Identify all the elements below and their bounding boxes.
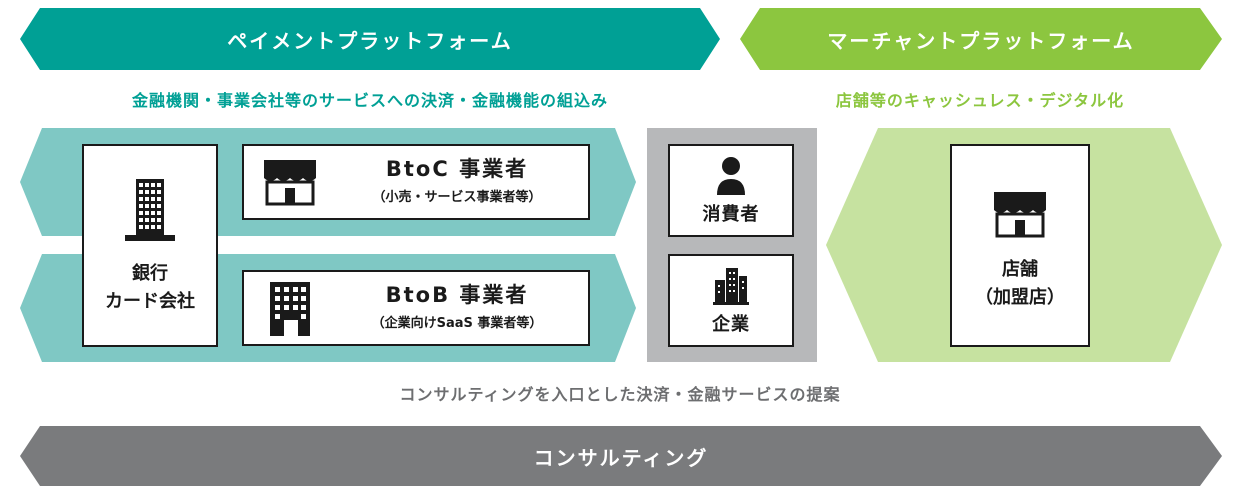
store-label: 店舗 （加盟店） bbox=[952, 256, 1088, 312]
payment-platform-banner-shape bbox=[20, 8, 720, 70]
office-building-icon bbox=[125, 179, 175, 241]
btoc-business-box: BtoC 事業者 （小売・サービス事業者等） bbox=[242, 144, 590, 220]
payment-platform-title: ペイメントプラットフォーム bbox=[227, 28, 513, 53]
office-building-icon bbox=[270, 282, 310, 336]
enterprise-label: 企業 bbox=[712, 314, 750, 335]
btoc-title: BtoC 事業者 bbox=[385, 157, 529, 181]
merchant-platform-banner-shape bbox=[740, 8, 1222, 70]
consumer-label: 消費者 bbox=[702, 204, 760, 225]
consulting-band-shape bbox=[20, 426, 1222, 486]
person-icon bbox=[717, 157, 745, 195]
shop-icon bbox=[994, 192, 1046, 238]
btob-business-box: BtoB 事業者 （企業向けSaaS 事業者等） bbox=[242, 270, 590, 346]
consumer-box: 消費者 bbox=[668, 144, 794, 237]
consulting-caption: コンサルティングを入口とした決済・金融サービスの提案 bbox=[399, 385, 841, 404]
store-label-line1: 店舗 bbox=[1002, 259, 1038, 280]
consulting-title: コンサルティング bbox=[533, 445, 709, 470]
bank-label-line1: 銀行 bbox=[132, 263, 168, 284]
payment-platform-subtitle: 金融機関・事業会社等のサービスへの決済・金融機能の組込み bbox=[131, 91, 608, 110]
btob-title: BtoB 事業者 bbox=[385, 283, 529, 307]
city-buildings-icon bbox=[713, 268, 749, 305]
bank-label-line2: カード会社 bbox=[105, 291, 195, 312]
store-box: 店舗 （加盟店） bbox=[950, 144, 1090, 347]
store-label-line2: （加盟店） bbox=[975, 287, 1065, 308]
btob-subtitle: （企業向けSaaS 事業者等） bbox=[371, 316, 543, 331]
btoc-subtitle: （小売・サービス事業者等） bbox=[372, 190, 542, 205]
merchant-platform-subtitle: 店舗等のキャッシュレス・デジタル化 bbox=[835, 91, 1125, 110]
shop-icon bbox=[264, 160, 316, 206]
bank-card-company-box: 銀行 カード会社 bbox=[82, 144, 218, 347]
merchant-platform-title: マーチャントプラットフォーム bbox=[827, 28, 1135, 53]
bank-label: 銀行 カード会社 bbox=[84, 260, 216, 316]
enterprise-box: 企業 bbox=[668, 254, 794, 347]
